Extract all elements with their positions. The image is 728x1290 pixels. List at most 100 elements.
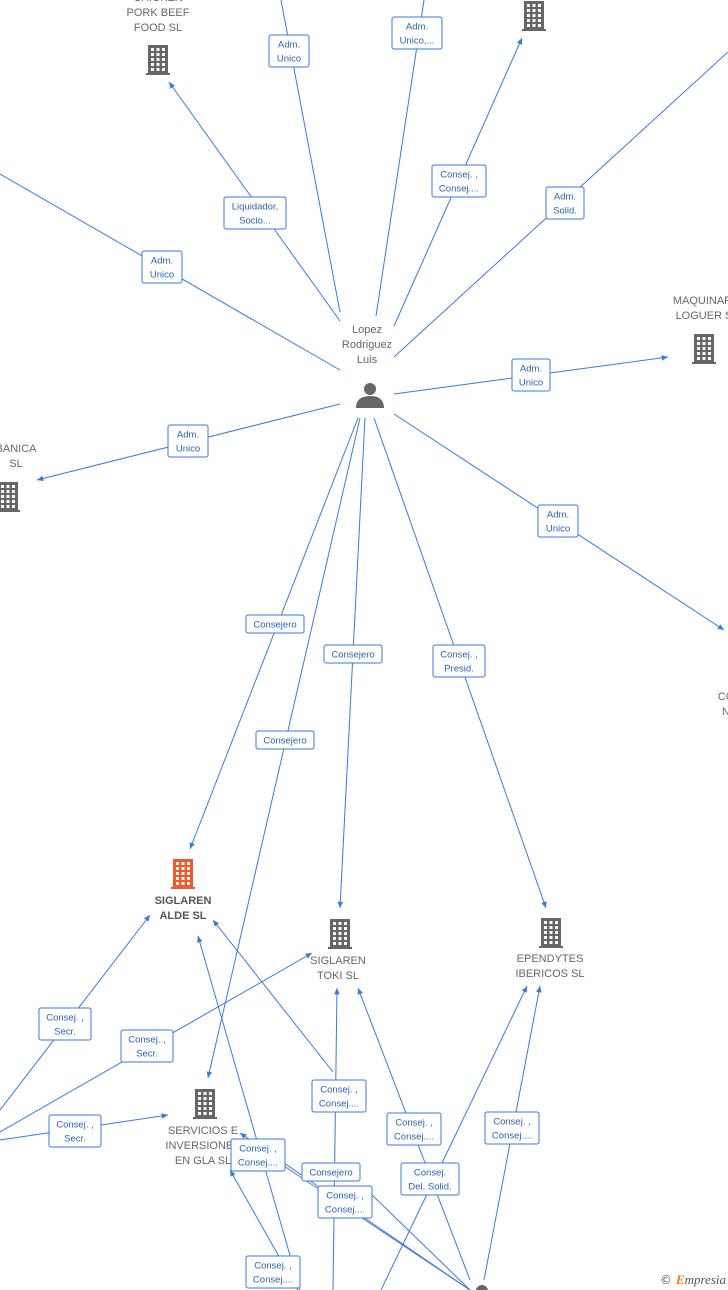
relation-label-box bbox=[323, 644, 383, 664]
relation-label-box bbox=[537, 504, 579, 538]
building-icon bbox=[146, 45, 170, 75]
relation-label-text: Consej. , bbox=[326, 1191, 364, 1202]
relation-label[interactable]: Consejero bbox=[255, 730, 315, 750]
node-co-right[interactable]: CON bbox=[718, 691, 728, 718]
relation-label-text: Liquidador, bbox=[232, 202, 278, 213]
relation-label-box bbox=[141, 250, 183, 284]
relation-label-box bbox=[431, 164, 487, 198]
relation-label-text: Unico,... bbox=[400, 36, 435, 47]
relation-edge bbox=[369, 1192, 471, 1290]
relation-label[interactable]: Consej. , Consej.... bbox=[245, 1255, 301, 1289]
node-maquinaria[interactable]: MAQUINARILOGUER S bbox=[673, 295, 728, 364]
relation-label[interactable]: Consej. ,Consej.... bbox=[317, 1185, 373, 1219]
relation-label-text: Consej. , bbox=[128, 1035, 166, 1046]
relation-label-box bbox=[48, 1114, 102, 1148]
relation-label-text: Secr. bbox=[64, 1134, 86, 1145]
node-banica[interactable]: BANICASL bbox=[0, 443, 37, 512]
relation-edge bbox=[332, 987, 340, 1290]
node-label-line: CO bbox=[718, 691, 728, 703]
relation-label[interactable]: Consej. ,Consej.... bbox=[230, 1138, 286, 1172]
node-ependytes[interactable]: EPENDYTES IBERICOS SL bbox=[515, 918, 585, 980]
relation-edge bbox=[212, 919, 334, 1073]
relation-label[interactable]: Consej. ,Secr. bbox=[120, 1029, 174, 1063]
node-label-line: INVERSIONES bbox=[165, 1140, 240, 1152]
empresia-brand[interactable]: ©Empresia bbox=[660, 1272, 726, 1288]
relation-edge bbox=[375, 0, 425, 317]
relation-label[interactable]: Consej. ,Consej.... bbox=[311, 1079, 367, 1113]
node-label-line: BANICA bbox=[0, 443, 37, 455]
relation-label[interactable]: Consejero bbox=[301, 1162, 361, 1182]
relation-label-text: Consej. , bbox=[440, 170, 478, 181]
relation-label-text: Consej. bbox=[414, 1168, 446, 1179]
relation-label-box bbox=[223, 196, 287, 230]
person-icon bbox=[356, 383, 384, 408]
building-icon bbox=[0, 482, 20, 512]
relation-label-text: Consej.... bbox=[253, 1275, 293, 1286]
relation-label[interactable]: Adm.Unico bbox=[268, 34, 310, 68]
relation-label-box bbox=[545, 186, 585, 220]
relation-label-text: Consej. , bbox=[440, 650, 478, 661]
node-label-line: TOKI SL bbox=[317, 970, 359, 982]
relation-label-text: Socio... bbox=[239, 216, 271, 227]
node-label-line: Luis bbox=[357, 354, 378, 366]
relation-label-text: Unico bbox=[519, 378, 543, 389]
node-label-line: FOOD SL bbox=[134, 22, 182, 34]
relation-label[interactable]: Consej. Del. Solid. bbox=[400, 1162, 460, 1196]
relation-label[interactable]: Consej. ,Consej.... bbox=[386, 1112, 442, 1146]
relation-label-box bbox=[120, 1029, 174, 1063]
relation-label[interactable]: Consejero bbox=[323, 644, 383, 664]
node-label-line: EPENDYTES bbox=[517, 953, 584, 965]
relation-label[interactable]: Consej. ,Consej.... bbox=[431, 164, 487, 198]
relation-label[interactable]: Adm.Unico bbox=[537, 504, 579, 538]
relation-label-text: Adm. bbox=[554, 192, 576, 203]
relation-label[interactable]: Liquidador, Socio... bbox=[223, 196, 287, 230]
relation-label-text: Consej. , bbox=[320, 1085, 358, 1096]
node-top-right-co[interactable] bbox=[522, 1, 546, 31]
relation-label[interactable]: Consej. ,Consej.... bbox=[484, 1111, 540, 1145]
relation-edge bbox=[197, 935, 301, 1290]
relation-label[interactable]: Adm.Unico bbox=[511, 358, 551, 392]
relation-label-text: Consejero bbox=[309, 1168, 352, 1179]
relation-label[interactable]: Consejero bbox=[245, 614, 305, 634]
relation-label[interactable]: Adm.Unico,... bbox=[391, 16, 443, 50]
relation-label[interactable]: Consej. ,Secr. bbox=[38, 1007, 92, 1041]
relation-label[interactable]: Consej. ,Secr. bbox=[48, 1114, 102, 1148]
node-label-line: EN GLA SL bbox=[175, 1155, 231, 1167]
brand-name: mpresia bbox=[684, 1272, 726, 1287]
relation-label-text: Consej. , bbox=[254, 1261, 292, 1272]
relation-label-text: Unico bbox=[546, 524, 570, 535]
node-label-line: SIGLAREN bbox=[155, 895, 212, 907]
node-label-line: Rodriguez bbox=[342, 339, 392, 351]
relation-label-text: Consej.... bbox=[394, 1132, 434, 1143]
relation-label-text: Del. Solid. bbox=[408, 1182, 451, 1193]
relation-label-box bbox=[432, 644, 486, 678]
relation-label-text: Consejero bbox=[253, 620, 296, 631]
node-bottom-person[interactable] bbox=[468, 1285, 496, 1290]
relation-label-text: Consej. , bbox=[239, 1144, 277, 1155]
relation-label-text: Unico bbox=[277, 54, 301, 65]
relation-edge bbox=[380, 985, 528, 1290]
relation-label[interactable]: Adm.Solid. bbox=[545, 186, 585, 220]
relation-label-text: Consej. , bbox=[493, 1117, 531, 1128]
relation-label-text: Consejero bbox=[331, 650, 374, 661]
building-icon bbox=[692, 334, 716, 364]
relation-label[interactable]: Consej. ,Presid. bbox=[432, 644, 486, 678]
building-icon bbox=[328, 919, 352, 949]
relation-label-text: Consej. , bbox=[46, 1013, 84, 1024]
node-label-line: IBERICOS SL bbox=[515, 968, 584, 980]
node-label-line: Lopez bbox=[352, 324, 382, 336]
relation-label-text: Adm. bbox=[151, 256, 173, 267]
node-label-line: PORK BEEF bbox=[127, 7, 190, 19]
relation-label-box bbox=[230, 1138, 286, 1172]
node-siglaren-toki[interactable]: SIGLAREN TOKI SL bbox=[310, 919, 366, 982]
relation-label-box bbox=[317, 1185, 373, 1219]
relation-label[interactable]: Adm.Unico bbox=[141, 250, 183, 284]
relation-label-text: Adm. bbox=[177, 430, 199, 441]
node-label-line: SIGLAREN bbox=[310, 955, 366, 967]
copyright-symbol: © bbox=[659, 1273, 672, 1287]
relation-label[interactable]: Adm.Unico bbox=[167, 424, 209, 458]
